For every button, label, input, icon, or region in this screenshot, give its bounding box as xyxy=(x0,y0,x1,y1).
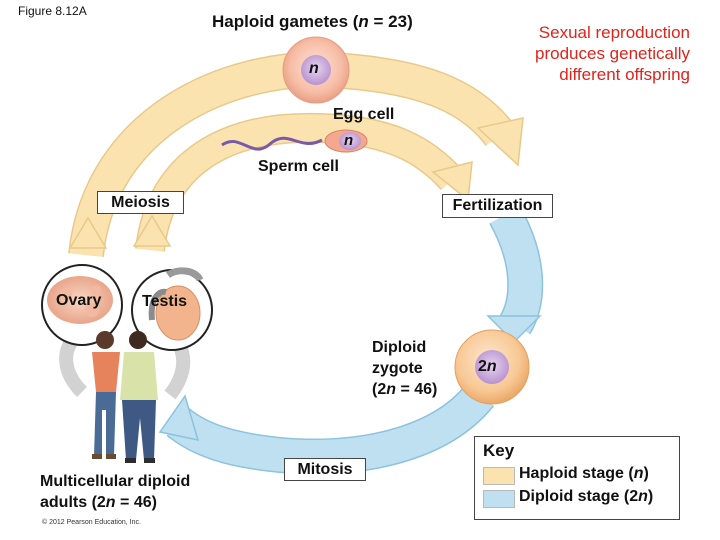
adult-man-icon xyxy=(120,331,158,463)
meiosis-up-arrow-left xyxy=(68,216,108,249)
diploid-zygote-label-line3: (2n = 46) xyxy=(372,381,438,398)
diploid-swatch xyxy=(483,490,515,508)
mitosis-box: Mitosis xyxy=(284,458,366,481)
sperm-cell-label: Sperm cell xyxy=(258,158,339,175)
diploid-zygote-label-line1: Diploid xyxy=(372,339,427,356)
diploid-bottom-arrowhead xyxy=(158,394,200,441)
haploid-gametes-label: Haploid gametes (n = 23) xyxy=(212,12,413,32)
haploid-gametes-n: n xyxy=(358,12,369,31)
meiosis-up-arrow-right xyxy=(132,214,172,247)
meiosis-box: Meiosis xyxy=(97,191,184,214)
sperm-cell-icon xyxy=(221,129,368,153)
ovary-icon xyxy=(41,264,123,346)
adults-label-line1: Multicellular diploid xyxy=(40,473,191,490)
adult-woman-icon xyxy=(92,331,120,459)
caption-line-3: different offspring xyxy=(559,65,690,84)
egg-cell-label: Egg cell xyxy=(333,106,395,123)
key-haploid-label: Haploid stage (n) xyxy=(519,465,649,482)
ovary-label: Ovary xyxy=(56,292,102,309)
key-diploid-label: Diploid stage (2n) xyxy=(519,488,654,505)
egg-nucleus-label: n xyxy=(309,60,319,77)
haploid-gametes-suffix: = 23) xyxy=(368,12,413,31)
haploid-outer-arrowhead xyxy=(476,117,524,167)
testis-icon xyxy=(131,267,213,351)
testis-label: Testis xyxy=(142,293,188,310)
caption: Sexual reproduction produces genetically… xyxy=(490,22,690,85)
figure-label: Figure 8.12A xyxy=(18,4,87,18)
copyright: © 2012 Pearson Education, Inc. xyxy=(42,519,141,526)
fertilization-box: Fertilization xyxy=(442,194,553,218)
haploid-gametes-prefix: Haploid gametes ( xyxy=(212,12,359,31)
key-legend: Key Haploid stage (n) Diploid stage (2n) xyxy=(474,436,680,520)
haploid-inner-arrowhead xyxy=(431,161,473,202)
caption-line-2: produces genetically xyxy=(535,44,690,63)
haploid-swatch xyxy=(483,467,515,485)
caption-line-1: Sexual reproduction xyxy=(538,23,690,42)
key-title: Key xyxy=(483,441,515,460)
adults-label-line2: adults (2n = 46) xyxy=(40,494,157,511)
diploid-right-arrowhead xyxy=(486,315,542,344)
diploid-zygote-label-line2: zygote xyxy=(372,360,423,377)
zygote-nucleus-label: 2n xyxy=(478,358,497,375)
egg-cell-icon xyxy=(282,36,350,104)
zygote-icon xyxy=(454,329,530,405)
sperm-nucleus-label: n xyxy=(344,132,354,149)
